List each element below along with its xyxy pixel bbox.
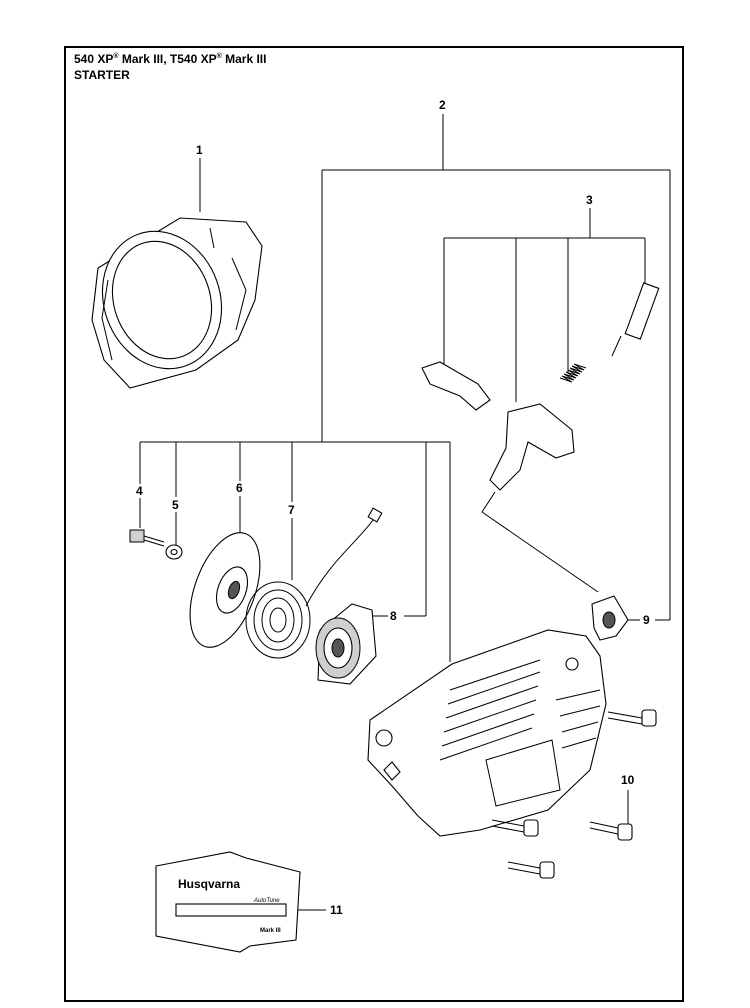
leader-lines (139, 114, 671, 911)
recoil-spring-part (245, 507, 383, 659)
rope-guide-part (591, 595, 629, 641)
starter-spring-part (559, 363, 587, 383)
page-title: 540 XP® Mark III, T540 XP® Mark III (74, 52, 267, 66)
pulley-part (189, 532, 261, 648)
washer-part (165, 544, 183, 560)
callout-5: 5 (172, 498, 179, 512)
decal-part: Husqvarna AutoTune Mark III (155, 851, 301, 953)
callout-10: 10 (621, 773, 635, 787)
decal-brand: Husqvarna (178, 877, 240, 891)
fan-housing-part (91, 217, 263, 389)
starter-housing-part (367, 629, 607, 837)
section-title: STARTER (74, 68, 130, 82)
callout-9: 9 (643, 613, 650, 627)
starter-handle-part (489, 403, 575, 491)
decal-model: Mark III (260, 928, 281, 934)
callouts: 1 2 3 4 5 6 7 8 9 10 11 (136, 98, 650, 917)
callout-11: 11 (330, 903, 343, 917)
callout-7: 7 (288, 503, 295, 517)
screw-part (129, 529, 165, 547)
drawing-frame (64, 46, 684, 1002)
callout-3: 3 (586, 193, 593, 207)
housing-screw-part (607, 709, 657, 727)
pawl-part (421, 361, 491, 411)
callout-6: 6 (236, 481, 243, 495)
callout-8: 8 (390, 609, 397, 623)
housing-screw-part (491, 819, 539, 837)
spring-cassette-part (315, 603, 377, 685)
housing-screw-part (589, 821, 633, 841)
housing-screw-part (507, 861, 555, 879)
decal-sub: AutoTune (253, 898, 280, 904)
callout-2: 2 (439, 98, 446, 112)
callout-1: 1 (196, 143, 203, 157)
starter-pin-part (611, 282, 660, 357)
callout-4: 4 (136, 484, 143, 498)
